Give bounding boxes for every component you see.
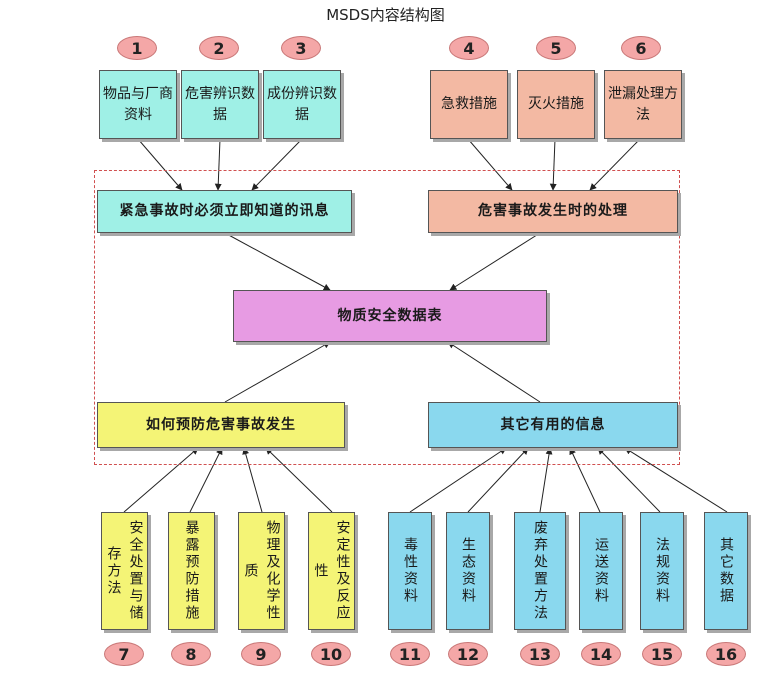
number-badge-15: 15: [642, 642, 682, 666]
number-badge-12: 12: [448, 642, 488, 666]
item-box-2: 危害辨识数据: [181, 70, 259, 139]
group-emergency-info: 紧急事故时必须立即知道的讯息: [97, 190, 352, 233]
number-badge-4: 4: [449, 36, 489, 60]
number-badge-13: 13: [520, 642, 560, 666]
group-other-info-label: 其它有用的信息: [500, 416, 606, 433]
item-label-12: 生态资料: [460, 537, 476, 605]
item-label-4: 急救措施: [441, 96, 497, 112]
item-box-11: 毒性资料: [388, 512, 432, 630]
item-label-8: 暴露预防措施: [183, 520, 200, 622]
item-box-14: 运送资料: [579, 512, 623, 630]
item-box-16: 其它数据: [704, 512, 748, 630]
group-accident-handling-label: 危害事故发生时的处理: [478, 203, 628, 219]
number-badge-6: 6: [621, 36, 661, 60]
group-emergency-info-label: 紧急事故时必须立即知道的讯息: [119, 203, 330, 219]
item-box-5: 灭火措施: [517, 70, 595, 139]
item-label-1: 物品与厂商资料: [103, 85, 173, 123]
number-badge-5: 5: [536, 36, 576, 60]
center-msds-box: 物质安全数据表: [233, 290, 547, 342]
item-box-10: 安定性及反应性: [308, 512, 355, 630]
number-badge-11: 11: [390, 642, 430, 666]
item-box-15: 法规资料: [640, 512, 684, 630]
item-label-3: 成份辨识数据: [267, 85, 337, 123]
diagram-title: MSDS内容结构图: [326, 6, 445, 24]
item-label-13: 废弃处置方法: [532, 520, 548, 622]
item-label-5: 灭火措施: [528, 96, 584, 112]
item-box-7: 安全处置与储存方法: [101, 512, 148, 630]
item-box-1: 物品与厂商资料: [99, 70, 177, 139]
item-label-11: 毒性资料: [402, 537, 418, 605]
number-badge-3: 3: [281, 36, 321, 60]
number-badge-14: 14: [581, 642, 621, 666]
number-badge-7: 7: [104, 642, 144, 666]
item-box-12: 生态资料: [446, 512, 490, 630]
item-label-16: 其它数据: [718, 537, 734, 605]
number-badge-2: 2: [199, 36, 239, 60]
group-other-info: 其它有用的信息: [428, 402, 678, 448]
item-label-7: 安全处置与储存方法: [105, 520, 144, 622]
group-accident-handling: 危害事故发生时的处理: [428, 190, 678, 233]
item-box-3: 成份辨识数据: [263, 70, 341, 139]
item-label-14: 运送资料: [593, 537, 609, 605]
number-badge-10: 10: [311, 642, 351, 666]
item-label-15: 法规资料: [654, 537, 670, 605]
item-box-4: 急救措施: [430, 70, 508, 139]
item-label-10: 安定性及反应性: [312, 520, 351, 622]
group-prevention-label: 如何预防危害事故发生: [146, 416, 296, 433]
item-box-13: 废弃处置方法: [514, 512, 566, 630]
number-badge-8: 8: [171, 642, 211, 666]
center-msds-label: 物质安全数据表: [337, 307, 443, 324]
item-box-8: 暴露预防措施: [168, 512, 215, 630]
item-box-9: 物理及化学性质: [238, 512, 285, 630]
number-badge-9: 9: [241, 642, 281, 666]
item-label-6: 泄漏处理方法: [608, 85, 678, 123]
number-badge-16: 16: [706, 642, 746, 666]
item-label-2: 危害辨识数据: [185, 85, 255, 123]
core-sections-frame: [94, 170, 680, 465]
item-box-6: 泄漏处理方法: [604, 70, 682, 139]
item-label-9: 物理及化学性质: [242, 520, 281, 622]
group-prevention: 如何预防危害事故发生: [97, 402, 345, 448]
number-badge-1: 1: [117, 36, 157, 60]
